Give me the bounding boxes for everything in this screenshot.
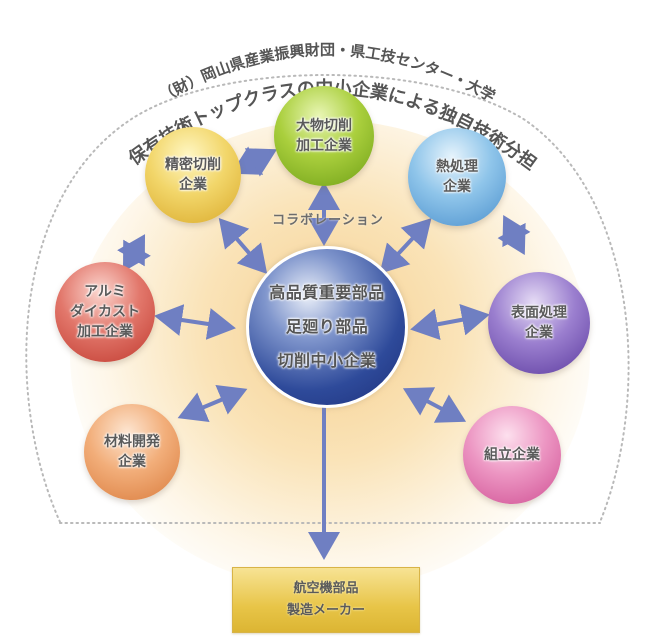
node-aluminum-diecast: アルミ ダイカスト 加工企業 <box>55 262 155 362</box>
collaboration-label: コラボレーション <box>272 213 384 228</box>
arrow-precision-to-aluminum <box>117 234 151 272</box>
node-label: ダイカスト <box>70 304 140 320</box>
arrow-assembly-to-center <box>402 387 467 423</box>
node-label: 熱処理 <box>436 159 478 175</box>
node-precision-cutting: 精密切削 企業 <box>145 127 241 223</box>
aircraft-parts-maker-box: 航空機部品 製造メーカー <box>232 567 420 633</box>
node-material-development: 材料開発 企業 <box>84 404 180 500</box>
node-label: 大物切削 <box>296 118 352 134</box>
maker-label-line-2: 製造メーカー <box>286 603 365 618</box>
node-label: 企業 <box>443 179 471 195</box>
arrow-heat-to-center <box>379 218 432 274</box>
node-label: 表面処理 <box>511 305 567 321</box>
node-label: 企業 <box>525 325 553 341</box>
node-heat-treatment: 熱処理 企業 <box>408 128 506 226</box>
arrow-material-to-center <box>177 384 248 423</box>
dotted-boundary-arc <box>25 74 630 523</box>
node-label: 加工企業 <box>296 138 352 154</box>
node-large-cutting: 大物切削 加工企業 <box>274 86 374 186</box>
node-label: アルミ <box>84 284 126 300</box>
arrow-heat-to-surface <box>497 214 531 256</box>
arrow-precision-to-large <box>230 146 278 177</box>
center-node: 高品質重要部品 足廻り部品 切削中小企業 <box>246 246 408 408</box>
node-label: 材料開発 <box>104 434 160 450</box>
center-label-line-1: 高品質重要部品 <box>269 283 385 302</box>
center-label-line-2: 足廻り部品 <box>285 317 369 336</box>
maker-label-line-1: 航空機部品 <box>293 581 359 596</box>
node-surface-treatment: 表面処理 企業 <box>488 272 590 374</box>
node-label: 企業 <box>179 177 207 193</box>
node-label: 組立企業 <box>484 447 540 463</box>
arrow-aluminum-to-center <box>154 304 236 340</box>
node-label: 加工企業 <box>77 324 133 340</box>
arrow-surface-to-center <box>410 303 490 341</box>
node-label: 企業 <box>118 454 146 470</box>
arrow-precision-to-center <box>218 217 268 275</box>
node-assembly: 組立企業 <box>463 406 561 504</box>
node-label: 精密切削 <box>165 157 221 173</box>
center-label-line-3: 切削中小企業 <box>277 351 377 370</box>
